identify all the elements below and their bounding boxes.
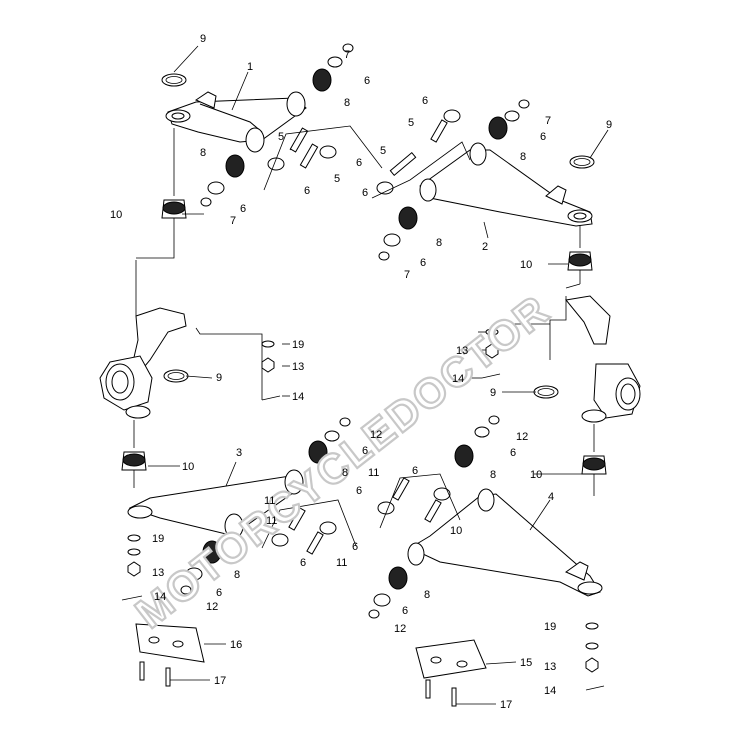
callout-2: 2: [482, 241, 488, 253]
callout-18: 19: [544, 621, 556, 633]
hardware-mr: [481, 323, 550, 379]
callout-12: 12: [394, 623, 406, 635]
callout-13: 13: [292, 361, 304, 373]
ball-joint-ll: [121, 420, 147, 488]
skid-plate-left: [135, 623, 205, 687]
callout-15: 15: [520, 657, 532, 669]
callout-14: 14: [452, 373, 464, 385]
callout-7: 7: [404, 269, 410, 281]
callout-labels: 9 1 7 6 8 5 6 8 6 7 6 5 10 6 5 7 6 8 5 6…: [110, 33, 612, 711]
callout-11: 11: [368, 467, 379, 479]
callout-17: 17: [214, 675, 226, 687]
callout-3: 3: [236, 447, 242, 459]
callout-9: 9: [606, 119, 612, 131]
bushing-group-lr: [368, 415, 500, 619]
hardware-lr: [585, 622, 605, 691]
circlip-ul: [161, 73, 187, 87]
circlip-ur: [569, 155, 595, 169]
callout-6: 6: [356, 485, 362, 497]
callout-9: 9: [200, 33, 206, 45]
callout-11: 11: [266, 515, 277, 527]
callout-8: 8: [342, 467, 348, 479]
callout-6: 6: [300, 557, 306, 569]
knuckle-right: [549, 283, 641, 423]
callout-6: 6: [240, 203, 246, 215]
callout-10: 10: [530, 469, 542, 481]
callout-7: 7: [545, 115, 551, 127]
bushing-group-ur: [371, 99, 530, 261]
skid-plate-right: [415, 639, 487, 707]
callout-12: 12: [516, 431, 528, 443]
bushing-group-ll: [180, 417, 357, 595]
ball-joint-lr: [581, 424, 607, 496]
upper-arm-left: [165, 91, 307, 153]
leader-lines: [148, 45, 609, 705]
callout-6: 6: [356, 157, 362, 169]
callout-16: 16: [230, 639, 242, 651]
callout-13: 13: [544, 661, 556, 673]
circlip-mr: [533, 385, 559, 399]
callout-6: 6: [362, 445, 368, 457]
callout-1: 1: [247, 61, 253, 73]
callout-5: 5: [380, 145, 386, 157]
circlip-ml: [163, 369, 189, 383]
hardware-ml: [261, 340, 281, 401]
lower-arm-left: [127, 469, 304, 539]
callout-14: 14: [544, 685, 556, 697]
callout-9: 9: [216, 372, 222, 384]
callout-12: 12: [370, 429, 382, 441]
callout-7: 7: [230, 215, 236, 227]
callout-8: 8: [424, 589, 430, 601]
callout-10: 10: [110, 209, 122, 221]
callout-14: 14: [154, 591, 166, 603]
callout-4: 4: [548, 491, 554, 503]
callout-6: 6: [540, 131, 546, 143]
callout-9: 9: [490, 387, 496, 399]
ball-joint-ur: [567, 226, 593, 284]
callout-6: 6: [422, 95, 428, 107]
callout-11: 11: [336, 557, 347, 569]
callout-5: 5: [408, 117, 414, 129]
callout-6: 6: [420, 257, 426, 269]
callout-11: 11: [264, 495, 275, 507]
upper-arm-right: [419, 142, 593, 227]
callout-13: 13: [456, 345, 468, 357]
callout-6: 6: [352, 541, 358, 553]
callout-6: 6: [362, 187, 368, 199]
callout-10: 10: [182, 461, 194, 473]
hardware-ll: [121, 534, 143, 601]
callout-7: 7: [344, 49, 350, 61]
bushing-group-ul: [200, 43, 383, 207]
callout-6: 6: [510, 447, 516, 459]
callout-8: 8: [234, 569, 240, 581]
callout-19: 19: [292, 339, 304, 351]
callout-6: 6: [216, 587, 222, 599]
callout-12: 12: [206, 601, 218, 613]
callout-10: 10: [520, 259, 532, 271]
callout-8: 8: [344, 97, 350, 109]
callout-6: 6: [412, 465, 418, 477]
callout-18: 19: [152, 533, 164, 545]
callout-6: 6: [402, 605, 408, 617]
callout-5: 5: [278, 131, 284, 143]
knuckle-left: [99, 234, 263, 419]
callout-8: 8: [200, 147, 206, 159]
callout-8: 8: [436, 237, 442, 249]
lower-arm-right: [407, 488, 603, 597]
callout-13: 13: [152, 567, 164, 579]
callout-6: 6: [304, 185, 310, 197]
callout-8: 8: [490, 469, 496, 481]
ball-joint-ul: [161, 128, 187, 234]
callout-14: 14: [292, 391, 304, 403]
callout-17: 17: [500, 699, 512, 711]
callout-6: 6: [364, 75, 370, 87]
callout-8: 8: [520, 151, 526, 163]
callout-11: 10: [450, 525, 462, 537]
callout-5: 5: [334, 173, 340, 185]
